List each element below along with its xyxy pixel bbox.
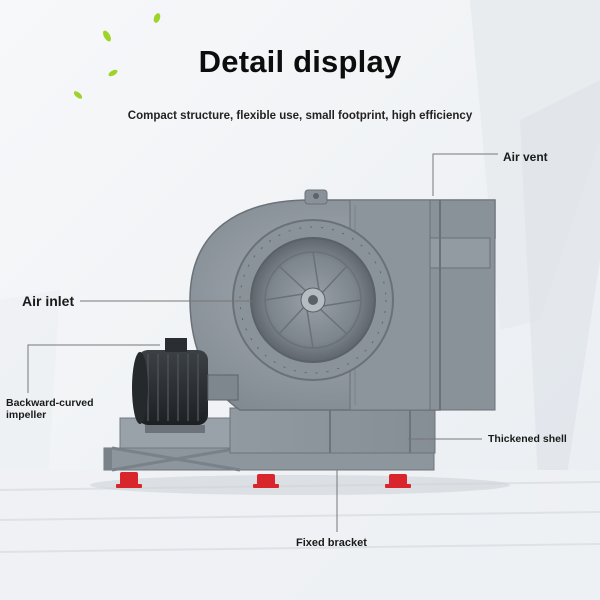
- air-inlet-label: Air inlet: [22, 293, 75, 309]
- thickened-shell-label: Thickened shell: [488, 433, 567, 445]
- callout-lines: [27, 153, 498, 532]
- electric-motor: [132, 338, 239, 433]
- impeller-label: Backward-curved impeller: [6, 397, 94, 421]
- page-title: Detail display: [198, 44, 402, 79]
- fixed-bracket-label: Fixed bracket: [296, 537, 367, 549]
- base-frame: [103, 407, 436, 472]
- leaf-decor: [73, 13, 161, 99]
- page-subtitle: Compact structure, flexible use, small f…: [127, 110, 473, 122]
- impeller-blades: [264, 251, 362, 349]
- air-vent-label: Air vent: [503, 150, 548, 164]
- air-inlet: [232, 219, 394, 381]
- mounting-feet: [116, 472, 411, 488]
